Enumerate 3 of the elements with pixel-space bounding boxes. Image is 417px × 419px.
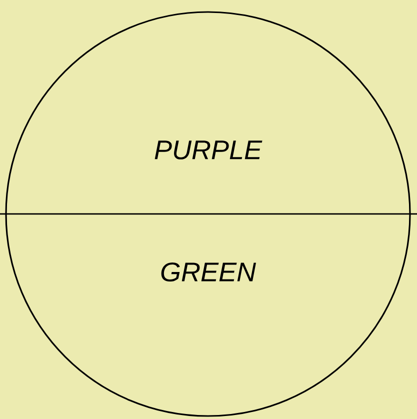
divided-circle bbox=[5, 11, 411, 417]
circle-label: GREEN bbox=[161, 262, 256, 282]
circle-label: PURPLE bbox=[154, 140, 262, 160]
